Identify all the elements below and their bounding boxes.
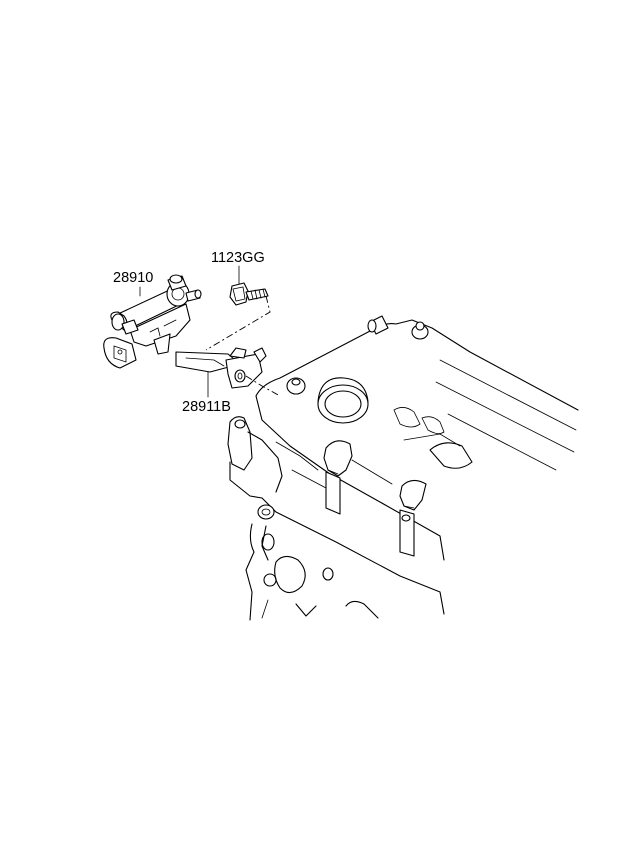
label-1123GG: 1123GG xyxy=(211,250,265,266)
assembly-lines xyxy=(205,295,281,397)
engine-cylinder-head xyxy=(227,315,579,621)
label-28910: 28910 xyxy=(113,270,153,286)
bolt-1123GG xyxy=(229,282,269,306)
purge-control-valve-28910 xyxy=(103,274,202,369)
bracket-28911B xyxy=(175,347,267,389)
leader-lines xyxy=(139,265,240,398)
label-28911B: 28911B xyxy=(182,399,231,415)
